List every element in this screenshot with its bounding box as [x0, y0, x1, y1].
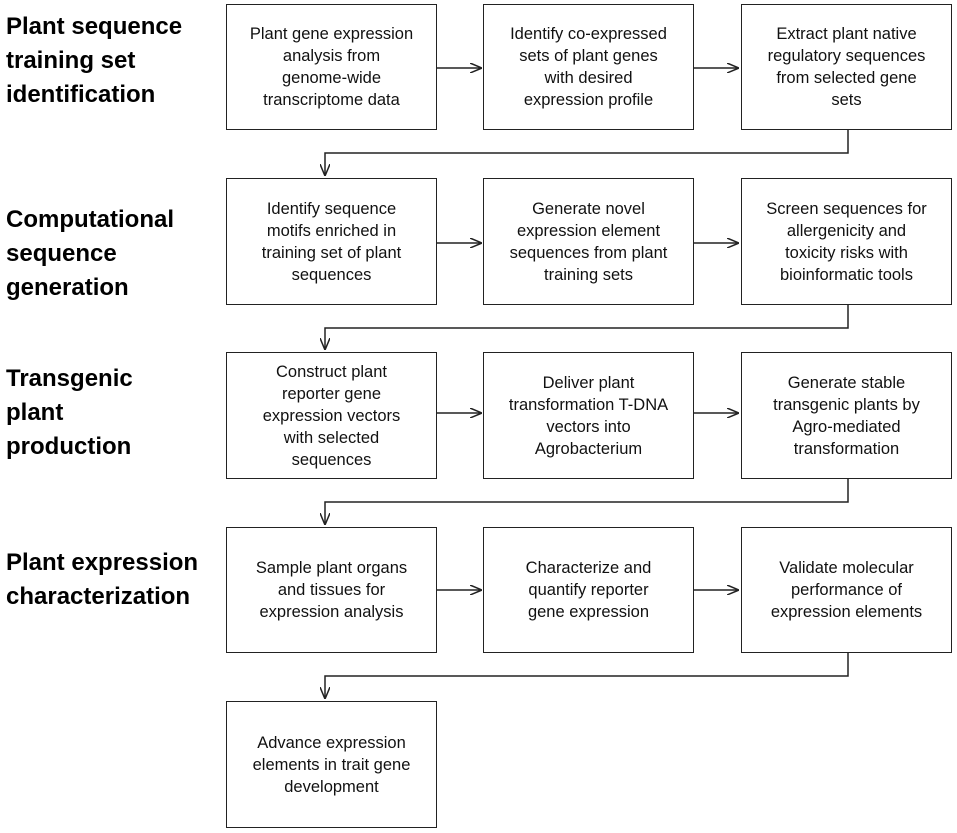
step-text: Extract plant native regulatory sequence…: [767, 25, 926, 109]
step-text: Generate stable transgenic plants by Agr…: [773, 373, 920, 458]
stage-label-computational: Computational sequence generation: [6, 206, 174, 301]
step-box-coexpressed-genes: Identify co-expressed sets of plant gene…: [483, 4, 694, 130]
step-text: Validate molecular performance of expres…: [770, 559, 923, 621]
stage-label-training-set: Plant sequence training set identificati…: [6, 13, 183, 108]
step-box-advance-elements: Advance expression elements in trait gen…: [226, 701, 437, 828]
stage-label-characterization: Plant expression characterization: [6, 549, 199, 610]
step-text: Construct plant reporter gene expression…: [262, 362, 401, 469]
arrow-row3-to-row4: [325, 479, 849, 524]
step-box-generate-transgenic: Generate stable transgenic plants by Agr…: [741, 352, 952, 479]
stage-label-transgenic: Transgenic plant production: [6, 365, 133, 460]
step-box-deliver-vectors: Deliver plant transformation T-DNA vecto…: [483, 352, 694, 479]
step-box-sample-organs: Sample plant organs and tissues for expr…: [226, 527, 437, 653]
step-box-construct-vectors: Construct plant reporter gene expression…: [226, 352, 437, 479]
step-text: Identify co-expressed sets of plant gene…: [510, 25, 667, 109]
step-text: Screen sequences for allergenicity and t…: [766, 199, 927, 284]
step-box-generate-novel: Generate novel expression element sequen…: [483, 178, 694, 305]
arrow-row4-to-final: [325, 653, 849, 698]
step-box-characterize-expression: Characterize and quantify reporter gene …: [483, 527, 694, 653]
step-text: Generate novel expression element sequen…: [509, 199, 668, 284]
arrow-row2-to-row3: [325, 305, 849, 349]
step-box-expression-analysis: Plant gene expression analysis from geno…: [226, 4, 437, 130]
step-text: Plant gene expression analysis from geno…: [249, 25, 414, 109]
step-text: Sample plant organs and tissues for expr…: [255, 559, 408, 621]
step-text: Deliver plant transformation T-DNA vecto…: [508, 373, 669, 458]
step-text: Characterize and quantify reporter gene …: [525, 559, 652, 621]
arrow-row1-to-row2: [325, 130, 849, 175]
step-box-extract-sequences: Extract plant native regulatory sequence…: [741, 4, 952, 130]
step-box-identify-motifs: Identify sequence motifs enriched in tra…: [226, 178, 437, 305]
step-box-validate-performance: Validate molecular performance of expres…: [741, 527, 952, 653]
step-text: Advance expression elements in trait gen…: [252, 733, 411, 796]
step-box-screen-sequences: Screen sequences for allergenicity and t…: [741, 178, 952, 305]
step-text: Identify sequence motifs enriched in tra…: [261, 199, 402, 284]
